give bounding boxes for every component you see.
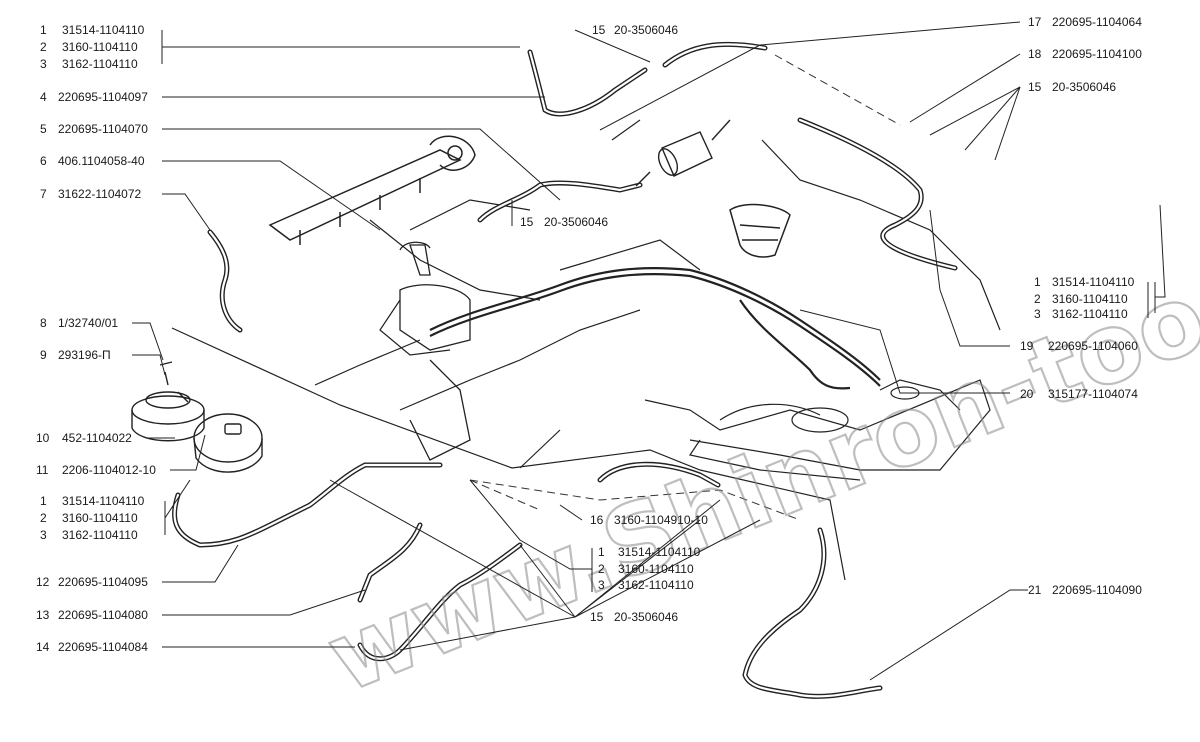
callout-part: 31514-1104110 — [618, 545, 701, 559]
callout-num: 8 — [40, 316, 47, 330]
callout-num: 11 — [36, 463, 49, 477]
callout-part: 220695-1104060 — [1048, 339, 1138, 353]
fuel-filter — [635, 119, 731, 187]
callout-part: 220695-1104084 — [58, 640, 148, 654]
callout-num: 6 — [40, 154, 47, 168]
callout-num: 17 — [1028, 15, 1042, 29]
callout-num: 15 — [1028, 80, 1042, 94]
fuel-lines-inner — [173, 43, 957, 698]
dashed-guides — [469, 54, 901, 521]
callout-num: 7 — [40, 187, 47, 201]
callout-num: 16 — [590, 513, 604, 527]
callout-part: 3162-1104110 — [62, 528, 138, 542]
callout-part: 31514-1104110 — [62, 494, 145, 508]
callout-part: 31514-1104110 — [1052, 275, 1135, 289]
callouts-center: 15 20-3506046 15 20-3506046 16 3160-1104… — [520, 23, 708, 624]
callout-part: 31514-1104110 — [62, 23, 145, 37]
callout-num: 5 — [40, 122, 47, 136]
callout-part: 3160-1104110 — [62, 511, 138, 525]
callout-num: 15 — [592, 23, 606, 37]
callout-num: 1 — [40, 494, 47, 508]
callout-num: 2 — [40, 511, 47, 525]
callout-num: 19 — [1020, 339, 1034, 353]
callout-part: 220695-1104100 — [1052, 47, 1142, 61]
callout-part: 20-3506046 — [544, 215, 608, 229]
callout-brackets — [591, 282, 1149, 592]
callout-num: 2 — [40, 40, 47, 54]
fuel-tank-illustration — [399, 241, 471, 461]
callout-num: 13 — [36, 608, 50, 622]
callout-part: 220695-1104095 — [58, 575, 148, 589]
callout-num: 20 — [1020, 387, 1034, 401]
callout-part: 20-3506046 — [614, 23, 678, 37]
callout-num: 15 — [520, 215, 534, 229]
leader-lines — [132, 21, 1166, 681]
car-floor-illustration — [171, 119, 1001, 581]
callout-num: 2 — [598, 562, 605, 576]
callout-part: 315177-1104074 — [1048, 387, 1138, 401]
callout-num: 18 — [1028, 47, 1042, 61]
callout-part: 3160-1104910-10 — [614, 513, 708, 527]
callouts-right: 17 220695-1104064 18 220695-1104100 15 2… — [1020, 15, 1142, 597]
callout-num: 10 — [36, 431, 50, 445]
callout-part: 20-3506046 — [1052, 80, 1116, 94]
callout-num: 2 — [1034, 292, 1041, 306]
callout-part: 31622-1104072 — [58, 187, 142, 201]
callout-part: 3160-1104110 — [618, 562, 694, 576]
callout-part: 20-3506046 — [614, 610, 678, 624]
callout-part: 220695-1104080 — [58, 608, 148, 622]
callout-part: 2206-1104012-10 — [62, 463, 156, 477]
callout-num: 3 — [40, 57, 47, 71]
callout-num: 1 — [598, 545, 605, 559]
hose-clamp — [729, 203, 791, 258]
callout-num: 14 — [36, 640, 50, 654]
callout-num: 21 — [1028, 583, 1042, 597]
callout-part: 3160-1104110 — [1052, 292, 1128, 306]
callout-part: 452-1104022 — [62, 431, 132, 445]
callout-part: 220695-1104097 — [58, 90, 148, 104]
fuel-pump-assembly — [131, 361, 263, 473]
callout-part: 293196-П — [58, 348, 111, 362]
callout-num: 3 — [40, 528, 47, 542]
callout-part: 1/32740/01 — [58, 316, 118, 330]
floor-fuel-line — [429, 267, 881, 390]
callouts-left: 1 31514-1104110 2 3160-1104110 3 3162-11… — [36, 23, 156, 654]
callout-part: 3162-1104110 — [62, 57, 138, 71]
callout-part: 3162-1104110 — [618, 578, 694, 592]
callout-num: 1 — [1034, 275, 1041, 289]
callout-part: 220695-1104070 — [58, 122, 148, 136]
callout-part: 220695-1104090 — [1052, 583, 1142, 597]
callout-part: 3160-1104110 — [62, 40, 138, 54]
fuel-rail — [268, 135, 476, 245]
callout-num: 15 — [590, 610, 604, 624]
callout-part: 220695-1104064 — [1052, 15, 1142, 29]
callout-num: 1 — [40, 23, 47, 37]
callout-num: 9 — [40, 348, 47, 362]
callout-num: 3 — [1034, 307, 1041, 321]
callout-num: 12 — [36, 575, 50, 589]
callout-num: 4 — [40, 90, 47, 104]
callout-num: 3 — [598, 578, 605, 592]
callout-part: 3162-1104110 — [1052, 307, 1128, 321]
callout-part: 406.1104058-40 — [58, 154, 145, 168]
